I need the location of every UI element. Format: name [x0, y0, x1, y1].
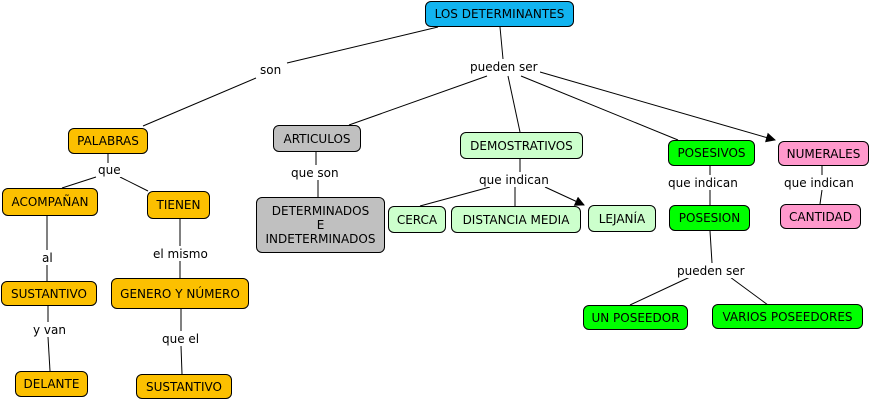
node-cerca[interactable]: CERCA	[388, 206, 446, 233]
node-genero-y-numero[interactable]: GENERO Y NÚMERO	[111, 278, 249, 309]
link-pueden-ser-posesion: pueden ser	[675, 264, 747, 278]
node-sustantivo-2[interactable]: SUSTANTIVO	[136, 374, 232, 399]
node-tienen[interactable]: TIENEN	[147, 191, 210, 219]
link-que-son: que son	[289, 166, 341, 180]
node-lejania[interactable]: LEJANÍA	[588, 205, 656, 232]
node-posesion[interactable]: POSESION	[669, 205, 750, 231]
det-line-3: INDETERMINADOS	[265, 232, 376, 246]
node-delante[interactable]: DELANTE	[15, 371, 88, 397]
node-un-poseedor[interactable]: UN POSEEDOR	[583, 305, 688, 330]
det-line-1: DETERMINADOS	[271, 204, 370, 218]
node-distancia-media[interactable]: DISTANCIA MEDIA	[451, 206, 581, 233]
node-los-determinantes[interactable]: LOS DETERMINANTES	[425, 1, 574, 27]
link-pueden-ser: pueden ser	[468, 60, 540, 74]
link-el-mismo: el mismo	[151, 247, 210, 261]
node-cantidad[interactable]: CANTIDAD	[780, 204, 861, 229]
link-y-van: y van	[31, 323, 68, 337]
link-que-indican-numerales: que indican	[782, 176, 856, 190]
node-palabras[interactable]: PALABRAS	[68, 128, 148, 154]
node-numerales[interactable]: NUMERALES	[778, 141, 869, 166]
link-al: al	[40, 251, 55, 265]
link-que-indican-demostrativos: que indican	[477, 173, 551, 187]
node-sustantivo-1[interactable]: SUSTANTIVO	[1, 281, 97, 306]
det-line-2: E	[316, 218, 325, 232]
link-que-el: que el	[160, 332, 202, 346]
node-varios-poseedores[interactable]: VARIOS POSEEDORES	[712, 304, 863, 329]
node-determinados-indeterminados[interactable]: DETERMINADOS E INDETERMINADOS	[256, 197, 385, 253]
link-que: que	[96, 163, 123, 177]
link-que-indican-posesivos: que indican	[666, 176, 740, 190]
node-articulos[interactable]: ARTICULOS	[273, 125, 361, 152]
link-son: son	[258, 63, 284, 77]
node-acompanan[interactable]: ACOMPAÑAN	[2, 188, 98, 216]
node-demostrativos[interactable]: DEMOSTRATIVOS	[460, 132, 583, 159]
node-posesivos[interactable]: POSESIVOS	[668, 140, 755, 166]
